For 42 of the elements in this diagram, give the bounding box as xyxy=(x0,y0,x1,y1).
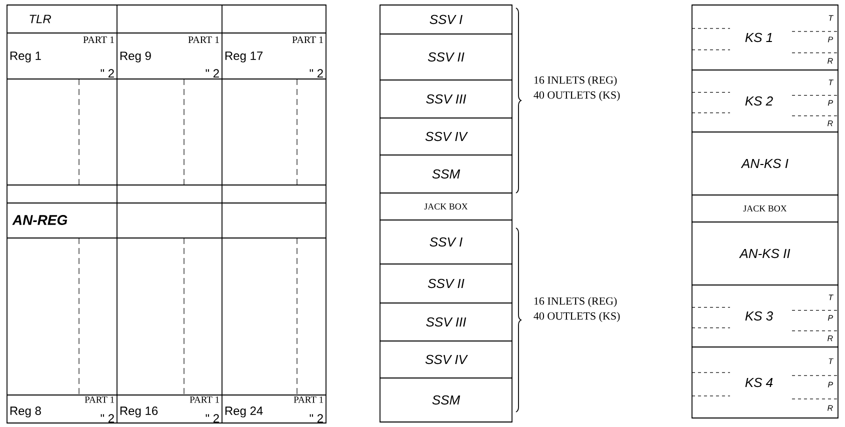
cell-text: Reg 17 xyxy=(225,52,263,62)
cell-text: PART 1 xyxy=(84,396,114,403)
cell-text: TLR xyxy=(30,14,51,24)
panel-row: SSV III xyxy=(380,80,512,118)
cell-text: Reg 8 xyxy=(10,406,41,418)
cell-text: " 2 xyxy=(100,69,114,78)
panel-row: KS 1 T P R xyxy=(692,4,838,70)
brace-label: 40 OUTLETS (KS) xyxy=(534,312,620,322)
panel-row: KS 3 T P R xyxy=(692,284,838,348)
jack-box: JACK BOX xyxy=(380,192,512,220)
panel-row: SSV III xyxy=(380,302,512,342)
cell-text: " 2 xyxy=(310,69,323,78)
cell-text: PART 1 xyxy=(294,396,323,403)
panel-row: SSV I xyxy=(380,4,512,34)
panel-row: SSV IV xyxy=(380,118,512,156)
panel-row: KS 4 T P R xyxy=(692,346,838,418)
cell-text: PART 1 xyxy=(83,36,114,44)
cell-text: Reg 9 xyxy=(120,52,151,62)
cell-text: PART 1 xyxy=(190,396,219,403)
cell-text: Reg 1 xyxy=(10,52,41,62)
cell-text: " 2 xyxy=(206,414,219,423)
panel-row: AN-KS II xyxy=(692,222,838,286)
cell-text: " 2 xyxy=(100,414,114,423)
panel-row: AN-KS I xyxy=(692,132,838,196)
brace-label: 16 INLETS (REG) xyxy=(534,76,617,86)
cell-text: " 2 xyxy=(310,414,323,423)
panel-row: SSV IV xyxy=(380,340,512,378)
cell-text: PART 1 xyxy=(188,36,219,44)
panel-row: SSM xyxy=(380,378,512,422)
panel-row: SSV I xyxy=(380,220,512,264)
panel-row: SSM xyxy=(380,154,512,194)
brace-label: 16 INLETS (REG) xyxy=(534,297,617,307)
brace-label: 40 OUTLETS (KS) xyxy=(534,91,620,101)
jack-box: JACK BOX xyxy=(692,194,838,222)
cell-text: Reg 24 xyxy=(225,406,263,418)
panel-row: SSV II xyxy=(380,264,512,304)
cell-text: " 2 xyxy=(206,69,219,78)
cell-text: PART 1 xyxy=(292,36,323,44)
cell-text: AN-REG xyxy=(12,215,68,225)
cell-text: Reg 16 xyxy=(120,406,158,418)
panel-row: KS 2 T P R xyxy=(692,70,838,132)
panel-row: SSV II xyxy=(380,34,512,80)
